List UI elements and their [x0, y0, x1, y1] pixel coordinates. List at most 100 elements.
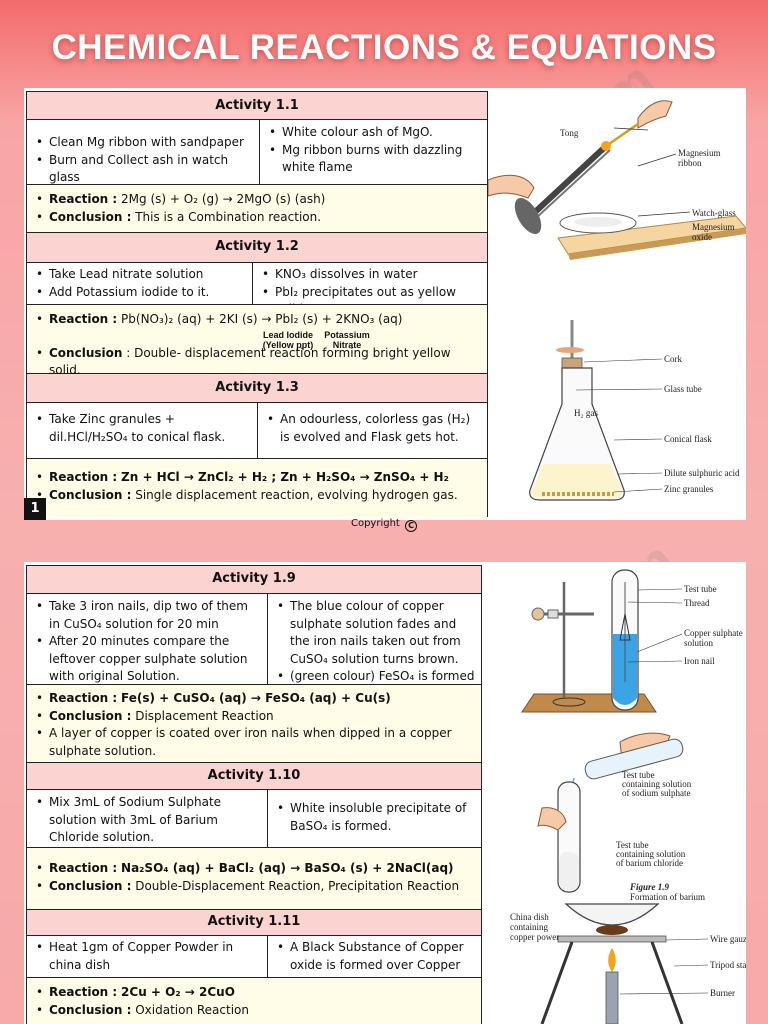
barium-figure: Test tube containing solution of sodium … — [537, 732, 705, 902]
activity-1-3-steps: Take Zinc granules + dil.HCl/H₂SO₄ to co… — [27, 403, 487, 459]
conclusion-line: Conclusion : Double- displacement reacti… — [33, 345, 481, 380]
reaction-line: Reaction : Pb(NO₃)₂ (aq) + 2KI (s) → PbI… — [33, 311, 481, 329]
activity-1-2-header: Activity 1.2 — [27, 233, 487, 263]
list-item: (green colour) FeSO₄ is formed — [274, 668, 475, 686]
list-item: The blue colour of copper sulphate solut… — [274, 598, 475, 668]
label-test-tube: Test tube — [684, 584, 717, 594]
label-china-dish: China dish — [510, 912, 549, 922]
list-item: White colour ash of MgO. — [266, 124, 481, 142]
activity-1-2-procedure: Take Lead nitrate solution Add Potassium… — [27, 263, 252, 304]
label-test-tube-a: of sodium sulphate — [622, 788, 691, 798]
activity-1-9-observation: The blue colour of copper sulphate solut… — [267, 594, 481, 686]
label-test-tube-b: containing solution — [616, 849, 686, 859]
result-cell: Reaction : Na₂SO₄ (aq) + BaCl₂ (aq) → Ba… — [27, 848, 481, 909]
activity-1-3-header: Activity 1.3 — [27, 374, 487, 403]
activity-1-1-header: Activity 1.1 — [27, 92, 487, 120]
label-oxide: Magnesium — [692, 222, 735, 232]
activity-table-2: Activity 1.9 Take 3 iron nails, dip two … — [26, 565, 482, 1024]
page-card-2: Activity 1.9 Take 3 iron nails, dip two … — [24, 562, 746, 1024]
label-glass-tube: Glass tube — [664, 384, 702, 394]
label-watch-glass: Watch-glass — [692, 208, 736, 218]
label-thread: Thread — [684, 598, 710, 608]
activity-1-9-header: Activity 1.9 — [27, 566, 481, 594]
activity-1-11-procedure: Heat 1gm of Copper Powder in china dish — [27, 936, 267, 977]
page-card-1: Activity 1.1 Clean Mg ribbon with sandpa… — [24, 88, 746, 520]
activity-1-3-observation: An odourless, colorless gas (H₂) is evol… — [257, 403, 487, 458]
list-item: Burn and Collect ash in watch glass — [33, 152, 253, 187]
label-burner: Burner — [710, 988, 735, 998]
label-gas: H₂ gas — [574, 408, 598, 418]
activity-1-11-steps: Heat 1gm of Copper Powder in china dish … — [27, 936, 481, 978]
list-item: A layer of copper is coated over iron na… — [33, 725, 475, 760]
reaction-line: Reaction : Na₂SO₄ (aq) + BaCl₂ (aq) → Ba… — [33, 860, 475, 878]
label-cork: Cork — [664, 354, 683, 364]
label-iron-nail: Iron nail — [684, 656, 715, 666]
label-test-tube-b: of barium chloride — [616, 858, 683, 868]
label-copper-sulphate: solution — [684, 638, 714, 648]
label-oxide: oxide — [692, 232, 712, 242]
reaction-line: Reaction : Zn + HCl → ZnCl₂ + H₂ ; Zn + … — [33, 469, 481, 487]
reaction-line: Reaction : 2Cu + O₂ → 2CuO — [33, 984, 475, 1002]
result-cell: Reaction : Pb(NO₃)₂ (aq) + 2KI (s) → PbI… — [27, 305, 487, 377]
label-test-tube-b: Test tube — [616, 840, 649, 850]
label-tripod: Tripod stand — [710, 960, 746, 970]
list-item: After 20 minutes compare the leftover co… — [33, 633, 261, 686]
activity-table-1: Activity 1.1 Clean Mg ribbon with sandpa… — [26, 91, 488, 518]
result-cell: Reaction : 2Cu + O₂ → 2CuO Conclusion : … — [27, 978, 481, 1024]
activity-1-9-procedure: Take 3 iron nails, dip two of them in Cu… — [27, 594, 267, 684]
label-china-dish: containing — [510, 922, 548, 932]
label-china-dish: copper power — [510, 932, 559, 942]
magnesium-burning-figure: Tong Magnesium ribbon Watch-glass Magnes… — [488, 100, 746, 260]
result-cell: Reaction : 2Mg (s) + O₂ (g) → 2MgO (s) (… — [27, 185, 487, 232]
list-item: An odourless, colorless gas (H₂) is evol… — [264, 411, 481, 446]
list-item: Mg ribbon burns with dazzling white flam… — [266, 142, 481, 177]
result-cell: Reaction : Fe(s) + CuSO₄ (aq) → FeSO₄ (a… — [27, 685, 481, 762]
reaction-line: Reaction : Fe(s) + CuSO₄ (aq) → FeSO₄ (a… — [33, 690, 475, 708]
label-wire-gauze: Wire gauze — [710, 934, 746, 944]
label-ribbon: ribbon — [678, 158, 702, 168]
label-tong: Tong — [560, 128, 579, 138]
label-ribbon: Magnesium — [678, 148, 721, 158]
page-title: CHEMICAL REACTIONS & EQUATIONS — [51, 28, 717, 67]
copper-heating-figure: China dish containing copper power Wire … — [510, 903, 746, 1024]
activity-1-1-observation: White colour ash of MgO. Mg ribbon burns… — [259, 120, 487, 184]
conclusion-line: Conclusion : Double-Displacement Reactio… — [33, 878, 475, 896]
activity-1-9-steps: Take 3 iron nails, dip two of them in Cu… — [27, 594, 481, 685]
figure-caption: Formation of barium — [630, 892, 705, 902]
list-item: A Black Substance of Copper oxide is for… — [274, 939, 475, 974]
activity-1-10-result: Reaction : Na₂SO₄ (aq) + BaCl₂ (aq) → Ba… — [27, 848, 481, 910]
conclusion-line: Conclusion : Single displacement reactio… — [33, 487, 481, 505]
label-test-tube-a: containing solution — [622, 779, 692, 789]
list-item: White insoluble precipitate of BaSO₄ is … — [274, 800, 475, 835]
copyright-icon: C — [405, 520, 418, 532]
list-item: Add Potassium iodide to it. — [33, 284, 246, 302]
list-item: Heat 1gm of Copper Powder in china dish — [33, 939, 261, 974]
figure-caption: Figure 1.9 — [629, 882, 670, 892]
iron-nail-figure: Test tube Thread Copper sulphate solutio… — [521, 569, 743, 713]
result-cell: Reaction : Zn + HCl → ZnCl₂ + H₂ ; Zn + … — [27, 459, 487, 518]
label-zinc: Zinc granules — [664, 484, 714, 494]
reaction-line: Reaction : 2Mg (s) + O₂ (g) → 2MgO (s) (… — [33, 191, 481, 209]
activity-1-3-procedure: Take Zinc granules + dil.HCl/H₂SO₄ to co… — [27, 403, 257, 458]
activity-1-10-header: Activity 1.10 — [27, 763, 481, 790]
list-item: Take Lead nitrate solution — [33, 266, 246, 284]
activity-1-1-result: Reaction : 2Mg (s) + O₂ (g) → 2MgO (s) (… — [27, 185, 487, 233]
activity-1-3-result: Reaction : Zn + HCl → ZnCl₂ + H₂ ; Zn + … — [27, 459, 487, 518]
activity-1-11-result: Reaction : 2Cu + O₂ → 2CuO Conclusion : … — [27, 978, 481, 1024]
label-test-tube-a: Test tube — [622, 770, 655, 780]
label-copper-sulphate: Copper sulphate — [684, 628, 743, 638]
conical-flask-figure: H₂ gas Cork Glass tube Conical flask Dil… — [529, 320, 740, 501]
label-conical-flask: Conical flask — [664, 434, 712, 444]
copyright-note: Copyright C — [0, 518, 768, 532]
activity-1-10-procedure: Mix 3mL of Sodium Sulphate solution with… — [27, 790, 267, 847]
activity-1-2-steps: Take Lead nitrate solution Add Potassium… — [27, 263, 487, 316]
activity-1-10-observation: White insoluble precipitate of BaSO₄ is … — [267, 790, 481, 847]
conclusion-line: Conclusion : This is a Combination react… — [33, 209, 481, 227]
conclusion-line: Conclusion : Displacement Reaction — [33, 708, 475, 726]
list-item: Clean Mg ribbon with sandpaper — [33, 134, 253, 152]
list-item: Take Zinc granules + dil.HCl/H₂SO₄ to co… — [33, 411, 251, 446]
page-number-badge: 1 — [24, 498, 46, 520]
list-item: Take 3 iron nails, dip two of them in Cu… — [33, 598, 261, 633]
activity-1-2-result: Reaction : Pb(NO₃)₂ (aq) + 2KI (s) → PbI… — [27, 305, 487, 377]
conclusion-line: Conclusion : Oxidation Reaction — [33, 1002, 475, 1020]
